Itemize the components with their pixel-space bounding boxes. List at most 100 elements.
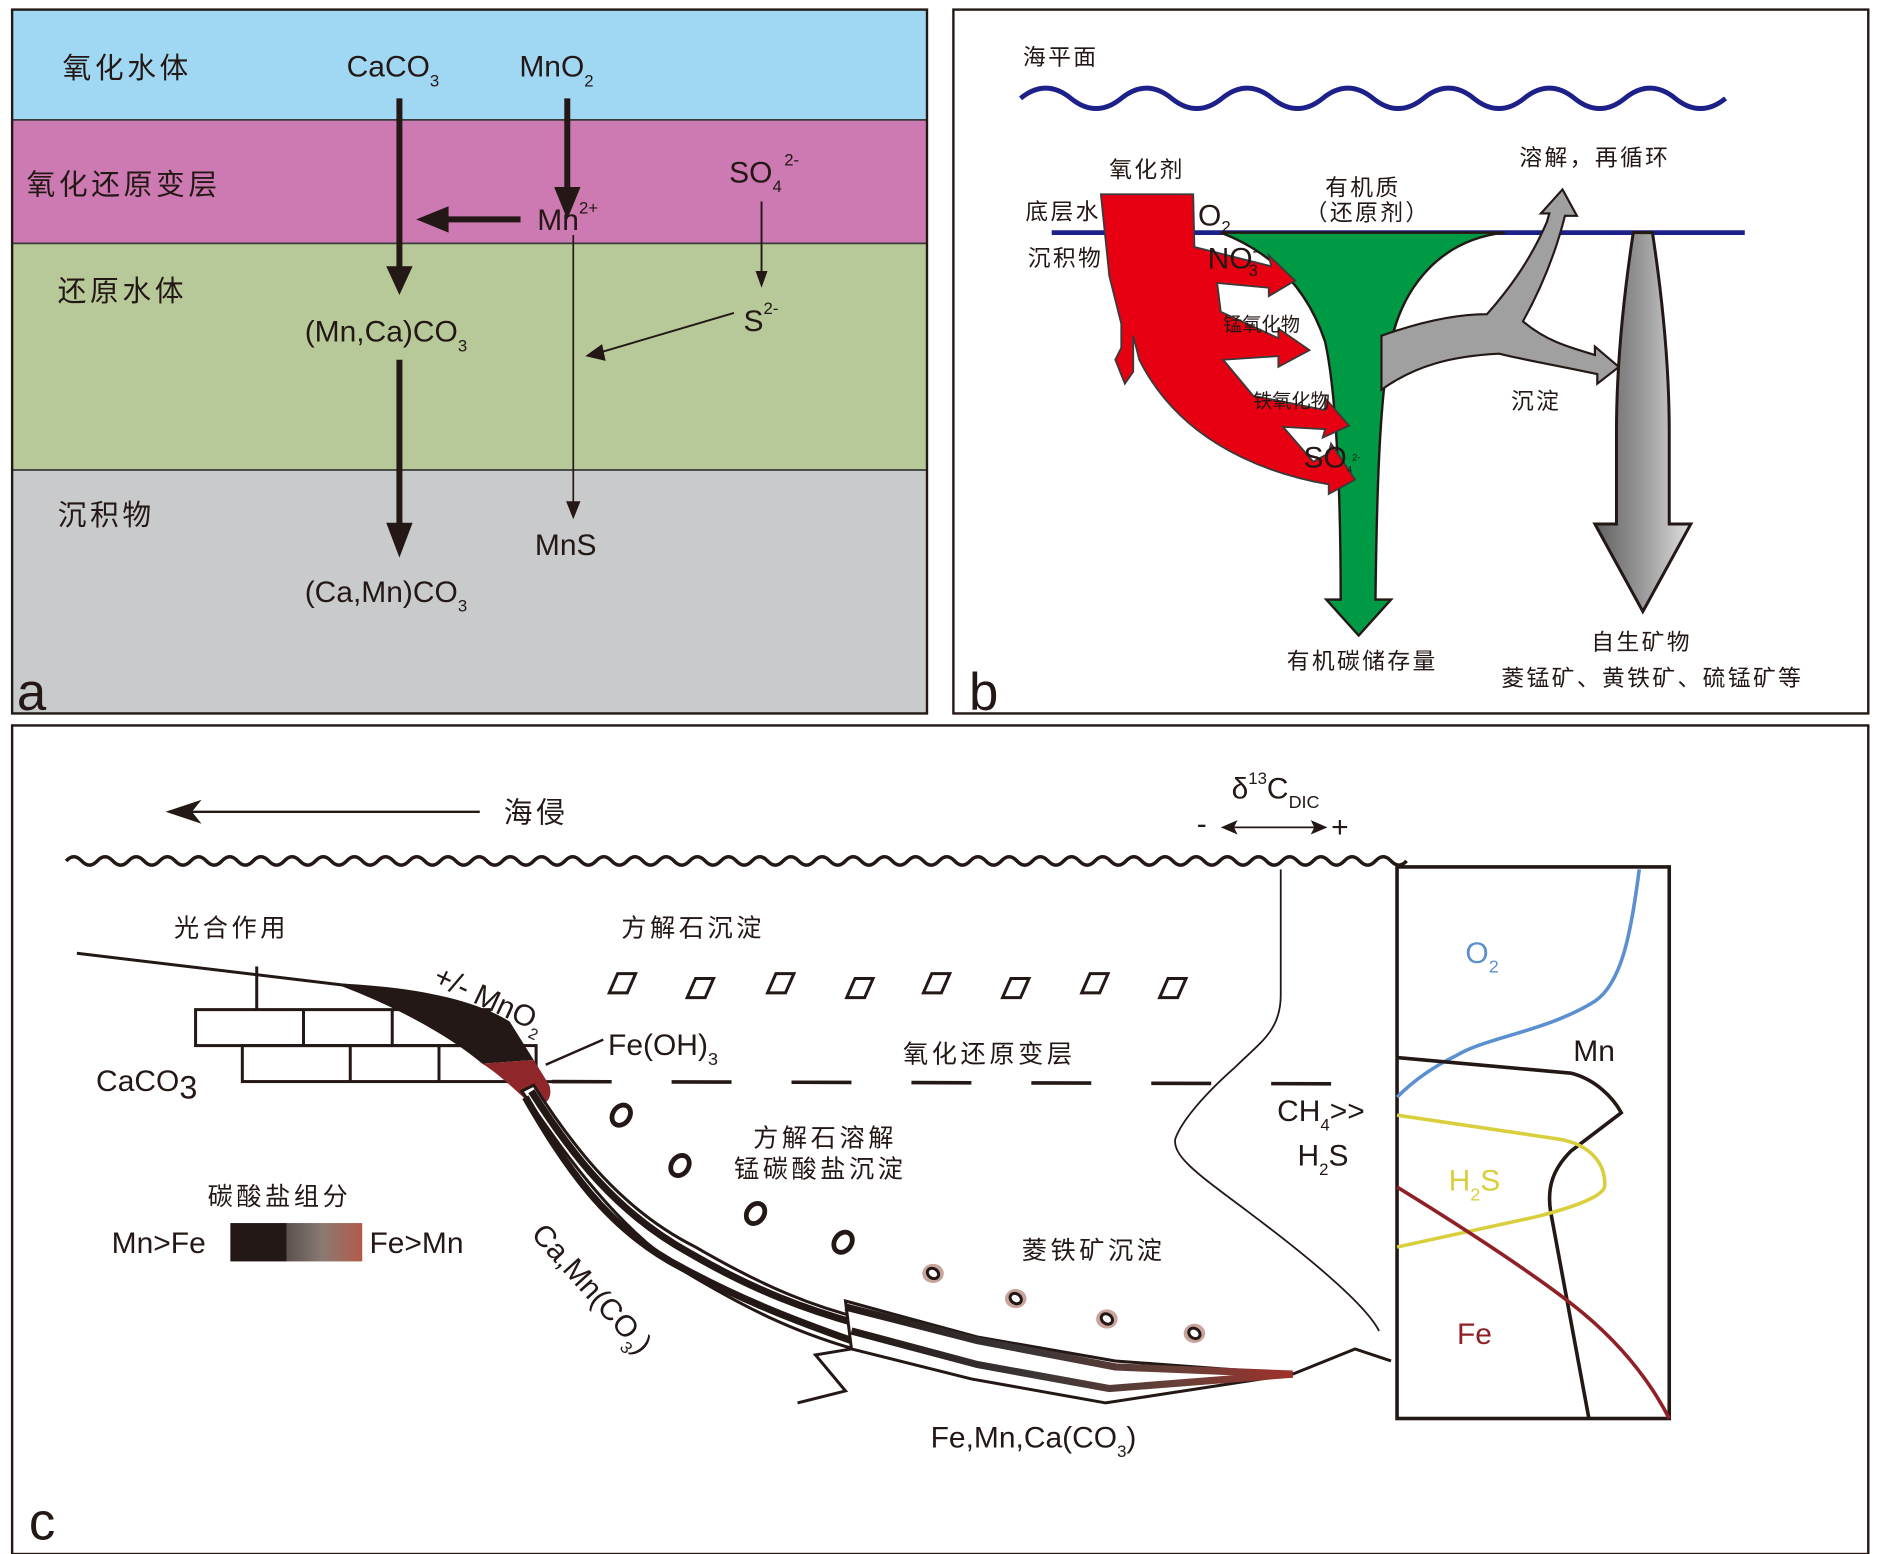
d13c-minus: - <box>1197 807 1207 840</box>
authigenic-minerals-label: 自生矿物 <box>1591 630 1692 656</box>
arrow-s2-to-mn <box>585 312 735 361</box>
feoh3-label: Fe(OH)3 <box>608 1029 718 1069</box>
mn-carbonate-grain <box>609 1102 633 1128</box>
species-mno2: MnO2 <box>519 51 593 91</box>
mn-profile <box>1396 1055 1624 1419</box>
siderite-grain <box>1187 1326 1202 1341</box>
d13c-label: δ13CDIC <box>1232 769 1320 812</box>
arrow-carbonate-down <box>386 359 413 558</box>
d13c-plus: + <box>1331 811 1349 844</box>
species-so4: SO42- <box>729 150 799 195</box>
d13c-curve <box>1174 869 1380 1332</box>
fe-profile <box>1396 1185 1671 1420</box>
calcite-dissolve-label: 方解石溶解 <box>753 1123 897 1152</box>
calcite-crystal <box>765 972 797 995</box>
reductant-label: （还原剂） <box>1305 201 1431 227</box>
panel-letter-b: b <box>969 663 998 722</box>
geochem-profile-box <box>1395 865 1672 1421</box>
mn-carbonate-grains <box>609 1102 1206 1343</box>
siderite-grain <box>925 1266 941 1281</box>
caco3-label: CaCO3 <box>96 1065 197 1105</box>
siderite-grain <box>1099 1312 1114 1326</box>
legend-gradient-bar <box>230 1223 363 1262</box>
calcite-crystal <box>1157 976 1189 1000</box>
shelf-surface <box>76 951 349 988</box>
redoxcline-dashed-line <box>551 1079 1392 1086</box>
profile-label-o2: O2 <box>1465 937 1498 977</box>
calcite-crystal <box>844 976 876 1000</box>
h2s-label: H2S <box>1298 1140 1349 1180</box>
panel-a: 氧化水体 氧化还原变层 还原水体 沉积物 CaCO3 MnO2 Mn2+ SO4… <box>10 8 929 722</box>
arrow-caco3-down <box>386 98 413 295</box>
mn-carbonate-precip-label: 锰碳酸盐沉淀 <box>734 1154 907 1183</box>
ch4-h2s-label: CH4>> <box>1277 1095 1365 1135</box>
layer-redoxcline <box>12 119 928 244</box>
mineral-examples-label: 菱锰矿、黄铁矿、硫锰矿等 <box>1501 666 1803 692</box>
mn-carbonate-grain <box>831 1229 855 1255</box>
profile-label-h2s: H2S <box>1449 1165 1501 1205</box>
sea-surface-wave <box>64 854 1408 867</box>
profile-label-fe: Fe <box>1457 1318 1492 1351</box>
calcite-crystal <box>1000 976 1032 1000</box>
calcite-precip-label: 方解石沉淀 <box>621 913 765 942</box>
species-caco3: CaCO3 <box>347 51 440 91</box>
layer-oxic-water <box>12 9 928 120</box>
mn-oxide-label: 锰氧化物 <box>1223 313 1300 336</box>
legend-right-label: Fe>Mn <box>369 1227 463 1260</box>
redoxcline-label: 氧化还原变层 <box>903 1039 1076 1068</box>
mn-carbonate-grain <box>743 1200 768 1226</box>
dissolve-recycle-label: 溶解，再循环 <box>1519 145 1670 171</box>
panel-b: 海平面 底层水 沉积物 氧化剂 有机质 （还原剂） O2 NO-3 锰氧化物 铁… <box>952 8 1870 722</box>
layer-label-oxic: 氧化水体 <box>62 51 191 85</box>
calcite-crystals <box>606 972 1189 1000</box>
profile-label-mn: Mn <box>1573 1035 1615 1068</box>
species-mn2: Mn2+ <box>537 198 598 237</box>
panel-letter-c: c <box>29 1493 55 1552</box>
authigenic-mineral-arrow <box>1592 231 1694 615</box>
h2s-profile <box>1396 1113 1607 1249</box>
calcite-crystal <box>606 972 638 995</box>
transgression-label: 海侵 <box>504 796 569 830</box>
legend-left-label: Mn>Fe <box>112 1227 206 1260</box>
calcite-crystal <box>921 972 953 995</box>
slope-carbonate-layers <box>519 1083 1392 1405</box>
layer-anoxic-water <box>12 243 928 471</box>
so4-label: SO42- <box>1304 442 1361 476</box>
layer-sediment <box>12 470 928 714</box>
arrow-mn2-left <box>416 206 521 233</box>
panel-a-border <box>10 8 929 715</box>
layer-label-redoxcline: 氧化还原变层 <box>27 167 221 201</box>
legend-title: 碳酸盐组分 <box>208 1182 352 1211</box>
panel-letter-a: a <box>17 663 47 722</box>
species-camn-co3: (Ca,Mn)CO3 <box>305 576 468 616</box>
layer-label-anoxic: 还原水体 <box>58 274 187 308</box>
species-mnca-co3: (Mn,Ca)CO3 <box>305 316 468 356</box>
sea-level-label: 海平面 <box>1023 45 1099 71</box>
oxidant-label: 氧化剂 <box>1109 157 1185 183</box>
panel-c: 海侵 δ13CDIC - + 光合作用 CaCO3 +/- <box>10 724 1870 1554</box>
calcite-crystal <box>684 976 716 1000</box>
o2-profile <box>1395 869 1642 1099</box>
mno2-layer <box>333 983 534 1064</box>
calcite-crystal <box>1079 972 1111 995</box>
organic-carbon-storage-label: 有机碳储存量 <box>1287 649 1438 675</box>
organic-matter-funnel <box>1220 231 1506 638</box>
sediment-label: 沉积物 <box>1028 246 1104 272</box>
d13c-double-arrow <box>1220 820 1328 835</box>
fe-oxide-label: 铁氧化物 <box>1253 390 1330 413</box>
siderite-precip-label: 菱铁矿沉淀 <box>1022 1236 1166 1265</box>
layer-label-sediment: 沉积物 <box>58 498 155 532</box>
precipitate-label: 沉淀 <box>1511 389 1561 415</box>
transgression-arrow <box>165 799 480 824</box>
siderite-grain <box>1008 1291 1023 1306</box>
femnca-co3-label: Fe,Mn,Ca(CO3) <box>931 1421 1137 1461</box>
species-s2: S2- <box>744 299 779 338</box>
feoh3-leader <box>545 1038 604 1066</box>
organic-matter-label: 有机质 <box>1325 175 1401 201</box>
o2-label: O2 <box>1198 199 1231 236</box>
bottom-water-label: 底层水 <box>1025 199 1101 225</box>
arrow-so4-down <box>755 201 768 288</box>
no3-label: NO-3 <box>1208 242 1259 280</box>
oxidant-flow <box>1099 193 1357 496</box>
